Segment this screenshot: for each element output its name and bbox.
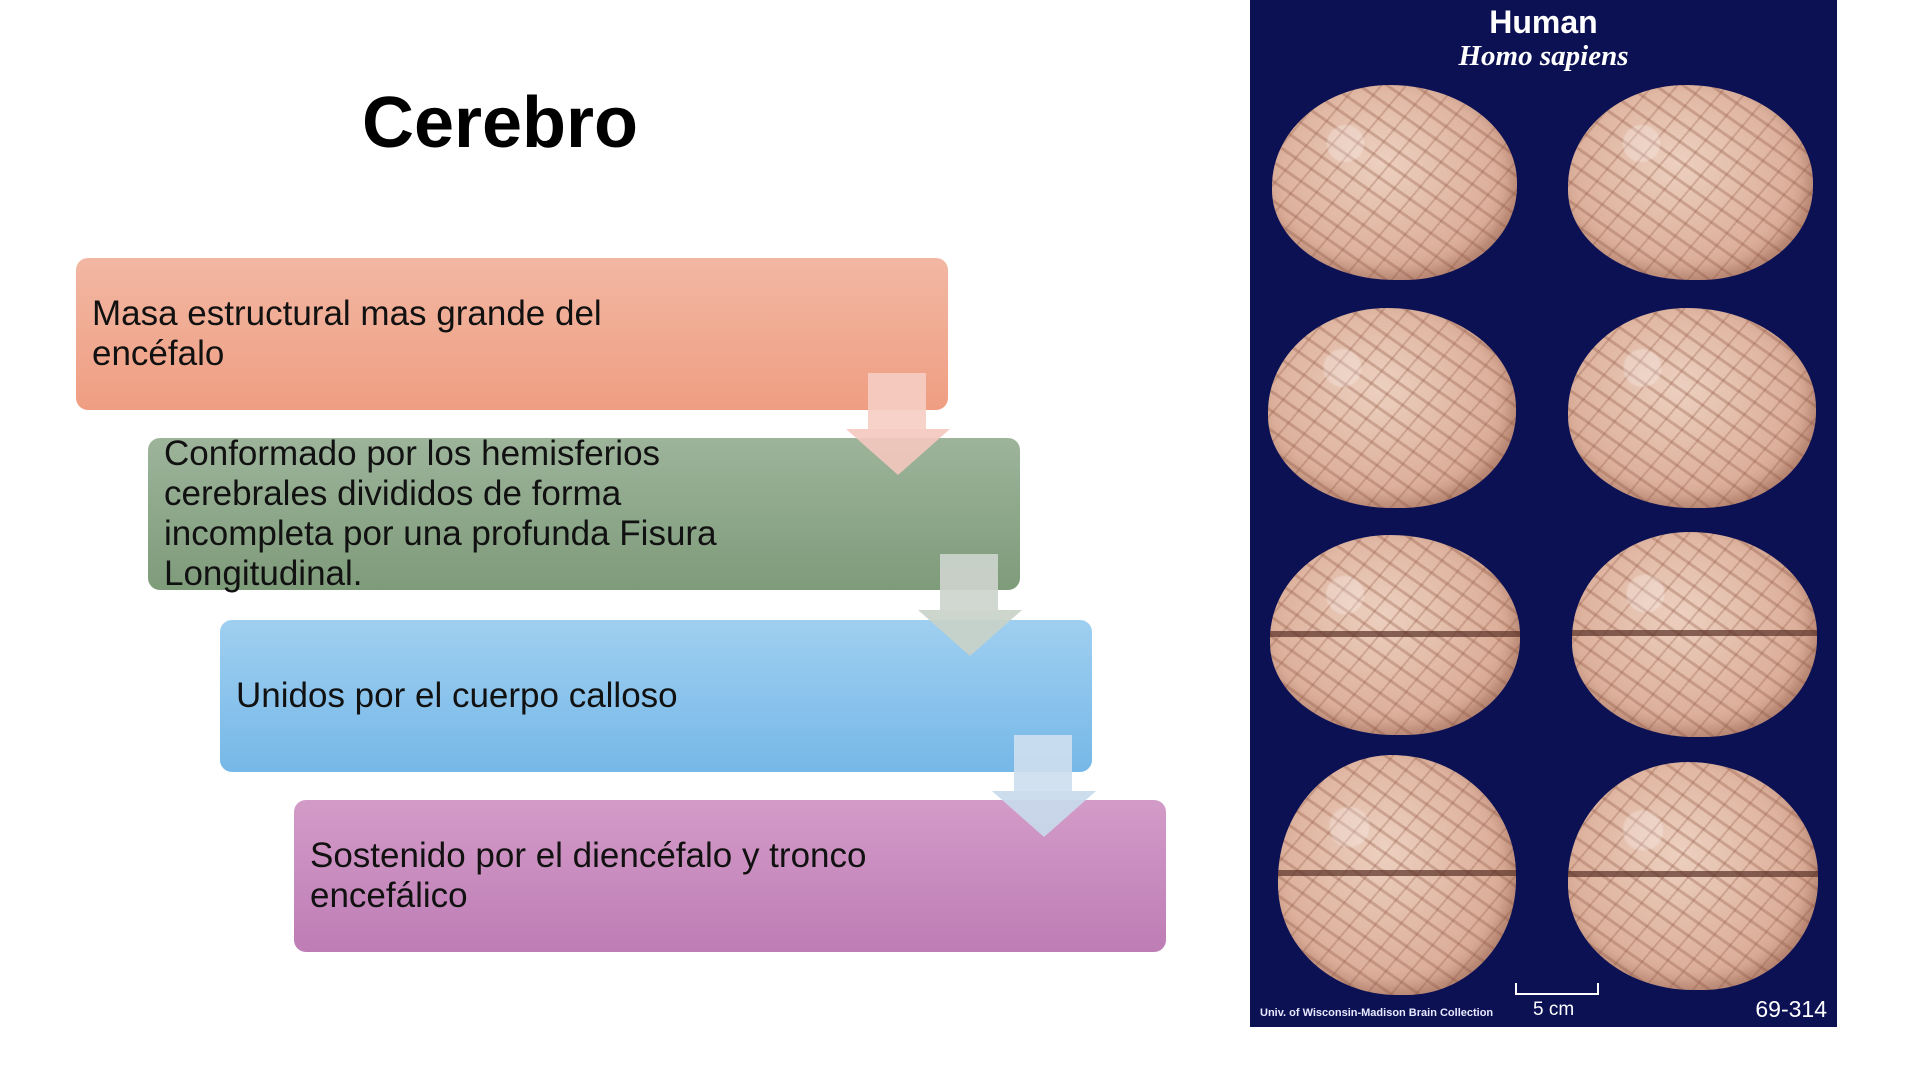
arrow-down-icon xyxy=(992,735,1096,837)
flow-box-3: Unidos por el cuerpo calloso xyxy=(220,620,1092,772)
slide-title: Cerebro xyxy=(361,83,639,163)
brain-image-lateral-right-tilted xyxy=(1568,308,1816,508)
arrow-down-icon xyxy=(918,554,1022,656)
flow-box-text: Masa estructural mas grande del encéfalo xyxy=(92,294,602,373)
brain-image-superior xyxy=(1572,532,1817,737)
brain-image-posterior xyxy=(1568,762,1818,990)
flow-box-1: Masa estructural mas grande del encéfalo xyxy=(76,258,948,410)
brain-image-lateral-left-tilted xyxy=(1268,308,1516,508)
scale-label: 5 cm xyxy=(1533,999,1575,1020)
figure-subtitle: Homo sapiens xyxy=(1458,40,1629,72)
figure-caption: Univ. of Wisconsin-Madison Brain Collect… xyxy=(1260,1007,1494,1019)
brain-figure-panel: Human Homo sapiens Univ. of Wisconsin-Ma… xyxy=(1250,0,1837,1027)
scale-bar-icon xyxy=(1515,983,1599,995)
brain-image-inferior xyxy=(1270,535,1520,735)
arrow-down-icon xyxy=(846,373,950,475)
specimen-code: 69-314 xyxy=(1755,996,1827,1022)
brain-image-anterior xyxy=(1278,755,1516,995)
brain-image-lateral-left xyxy=(1272,85,1517,280)
brain-image-lateral-right xyxy=(1568,85,1813,280)
flow-box-text: Unidos por el cuerpo calloso xyxy=(236,676,678,715)
flow-box-text: Conformado por los hemisferios cerebrale… xyxy=(164,434,717,593)
flow-box-text: Sostenido por el diencéfalo y tronco enc… xyxy=(310,836,867,915)
figure-title: Human xyxy=(1489,4,1598,40)
